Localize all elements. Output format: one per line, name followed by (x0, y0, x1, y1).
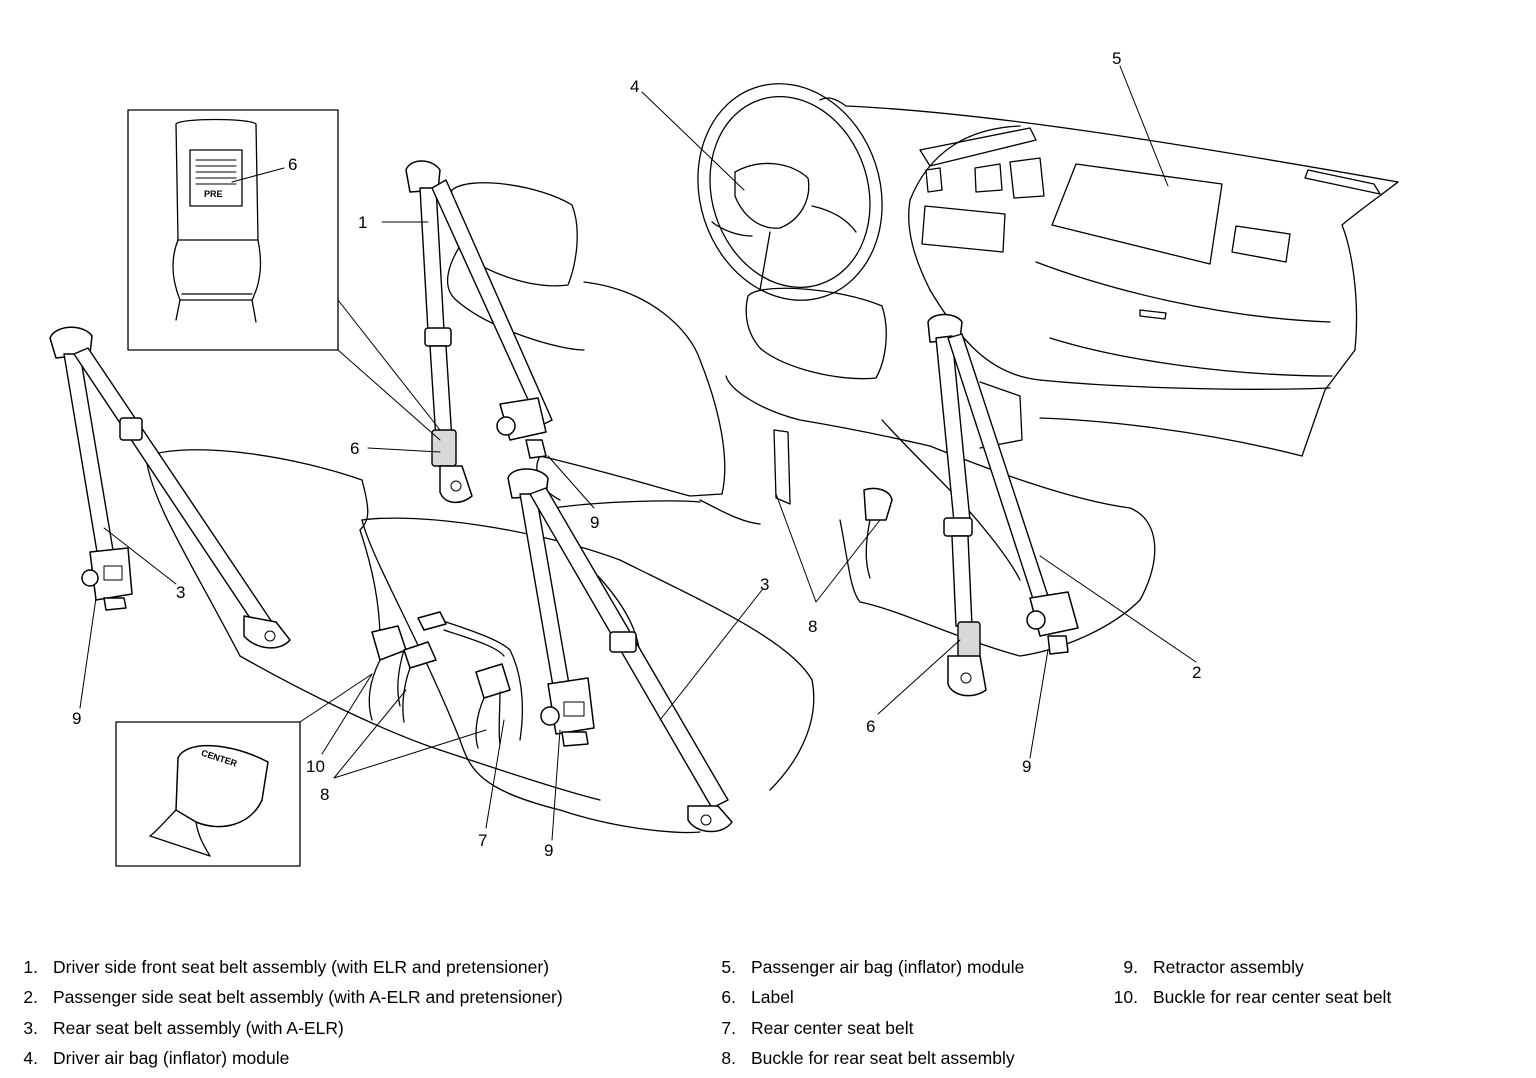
legend-item-9: 9. Retractor assembly (1108, 952, 1391, 982)
legend-text: Buckle for rear center seat belt (1153, 987, 1392, 1008)
legend-text: Rear seat belt assembly (with A-ELR) (53, 1017, 344, 1038)
legend-number: 9. (1123, 957, 1138, 977)
legend-number: 10. (1113, 987, 1138, 1008)
driver-seat-belt-assembly (405, 160, 553, 504)
callout-1: 1 (358, 213, 367, 232)
legend-text: Label (751, 987, 794, 1008)
instrument-panel (819, 97, 1399, 457)
legend-item-2: 2. Passenger side seat belt assembly (wit… (14, 982, 563, 1012)
legend-text: Driver side front seat belt assembly (wi… (53, 957, 550, 977)
callout-9-front: 9 (590, 513, 599, 532)
legend-text: Driver air bag (inflator) module (53, 1047, 290, 1068)
legend-item-3: 3. Rear seat belt assembly (with A-ELR) (14, 1013, 563, 1043)
leader-lines (79, 65, 1197, 841)
callout-5: 5 (1112, 49, 1121, 68)
legend-item-4: 4. Driver air bag (inflator) module (14, 1043, 563, 1073)
callout-9-left: 9 (72, 709, 81, 728)
legend-item-6: 6. Label (712, 982, 1024, 1012)
callout-6-left: 6 (350, 439, 359, 458)
callout-3-left: 3 (176, 583, 185, 602)
legend-column-2: 5. Passenger air bag (inflator) module 6.… (712, 952, 1024, 1073)
legend-number: 5. (721, 957, 736, 977)
rear-buckles (368, 487, 893, 749)
legend-text: Buckle for rear seat belt assembly (751, 1047, 1015, 1068)
legend-number: 3. (23, 1017, 38, 1038)
center-buckle-inset: CENTER (115, 673, 373, 867)
legend-number: 8. (721, 1047, 736, 1068)
legend-text: Passenger air bag (inflator) module (751, 957, 1025, 977)
legend-text: Rear center seat belt (751, 1017, 914, 1038)
seat-belt-diagram: PRE CENTER (49, 49, 1399, 867)
callout-2: 2 (1192, 663, 1201, 682)
legend-text: Retractor assembly (1153, 957, 1304, 977)
callout-7: 7 (478, 831, 487, 850)
rear-left-seat-belt-assembly (49, 326, 291, 649)
steering-wheel (697, 83, 883, 301)
legend-number: 4. (23, 1047, 38, 1068)
callout-10: 10 (306, 757, 325, 776)
callout-numbers: 1 2 3 3 4 5 6 6 6 7 8 8 9 9 9 9 10 (72, 49, 1201, 860)
legend-text: Passenger side seat belt assembly (with … (53, 987, 563, 1008)
label-inset: PRE (127, 109, 441, 441)
legend-item-5: 5. Passenger air bag (inflator) module (712, 952, 1024, 982)
driver-seat (447, 182, 761, 525)
legend-item-8: 8. Buckle for rear seat belt assembly (712, 1043, 1024, 1073)
callout-4: 4 (630, 77, 639, 96)
callout-6-right: 6 (866, 717, 875, 736)
passenger-seat (725, 287, 1156, 657)
legend-item-1: 1. Driver side front seat belt assembly (… (14, 952, 563, 982)
rear-right-seat-belt-assembly (507, 468, 733, 833)
callout-8-left: 8 (320, 785, 329, 804)
callout-6-inset: 6 (288, 155, 297, 174)
callout-9-right: 9 (1022, 757, 1031, 776)
callout-3-mid: 3 (760, 575, 769, 594)
legend-column-3: 9. Retractor assembly 10. Buckle for rear … (1108, 952, 1392, 1013)
legend-number: 1. (23, 957, 38, 977)
label-pre-text: PRE (204, 189, 223, 199)
legend-item-10: 10. Buckle for rear center seat belt (1108, 982, 1392, 1012)
callout-8-right: 8 (808, 617, 817, 636)
legend-item-7: 7. Rear center seat belt (712, 1013, 1024, 1043)
rear-seat (145, 449, 815, 834)
legend-number: 2. (23, 987, 38, 1008)
legend-number: 6. (721, 987, 736, 1008)
callout-9-mid: 9 (544, 841, 553, 860)
legend-number: 7. (721, 1017, 736, 1038)
legend-column-1: 1. Driver side front seat belt assembly (… (14, 952, 563, 1073)
passenger-seat-belt-assembly (927, 313, 1079, 697)
